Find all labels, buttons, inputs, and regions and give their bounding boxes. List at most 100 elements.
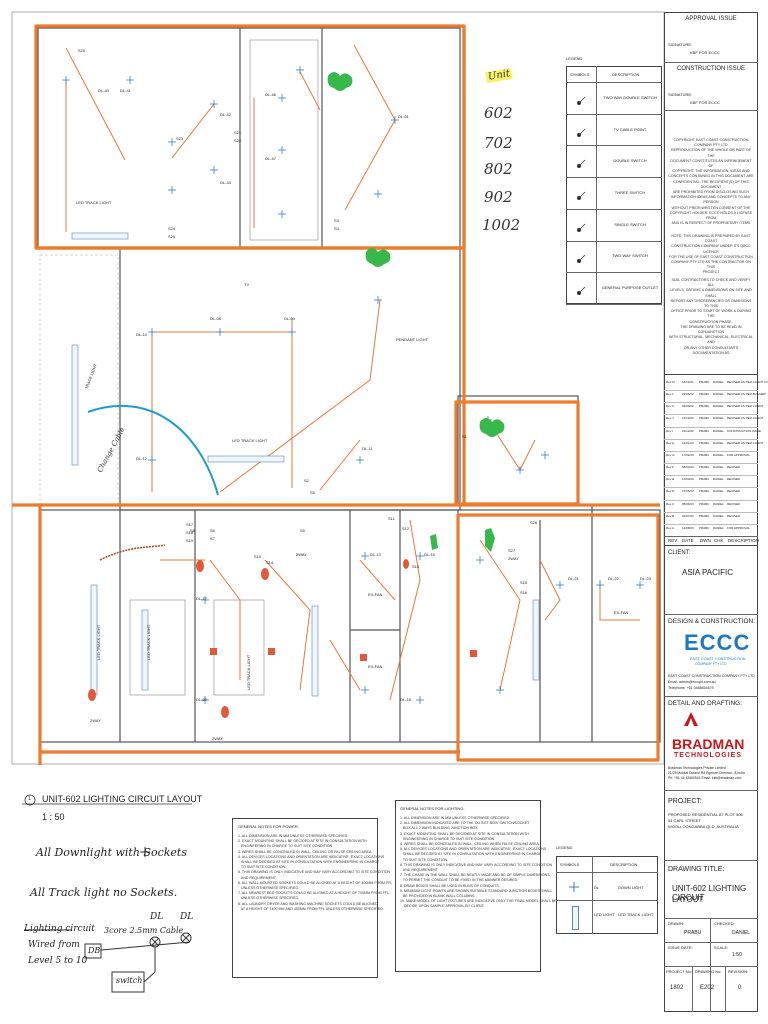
hand-unit-702: 702	[484, 134, 513, 152]
revision-cell: DANIEL	[713, 452, 724, 457]
hand-dl-b: DL	[180, 912, 194, 922]
hand-note-3c: Level 5 to 10	[28, 956, 88, 966]
legend-bottom-r2-desc: LED TRACK LIGHT	[618, 912, 654, 917]
legend-bottom-r1-code: DL	[594, 885, 600, 890]
revision-cell: PRABU	[699, 489, 710, 494]
revision-cell: PRABU	[699, 513, 710, 518]
revision-cell: FOR APPROVAL	[727, 452, 750, 457]
cable-marker	[99, 544, 166, 561]
revision-cell: REVISED	[727, 465, 741, 470]
label-s20: S20	[78, 48, 86, 53]
revision-cell: 17/02/23	[682, 452, 694, 457]
legend-top-row: SINGLE SWITCH	[614, 221, 646, 227]
revision-cell: REVISED AS PER BUILDER	[727, 392, 766, 397]
label-s15: S15	[520, 580, 528, 585]
power-notes-text: 1. ALL DIMENSION ARE IN MM UNLESS OTHERW…	[238, 834, 393, 911]
label-dl-23: DL-23	[640, 576, 651, 581]
bradman-logo-sub: TECHNOLOGIES	[674, 752, 743, 759]
legend-top-row: GENERAL PURPOSE OUTLET	[601, 285, 659, 291]
led-track-lights	[71, 232, 540, 697]
label-s14: S14	[266, 560, 274, 565]
eccc-phone: Telephone: +61 0488654679	[668, 686, 714, 690]
plan-title-bubble	[24, 794, 36, 806]
label-dl-22: DL-22	[608, 576, 619, 581]
revision-cell: DANIEL	[713, 513, 724, 518]
circuit-highlight	[12, 24, 660, 765]
revision-cell: 13/10/22	[682, 416, 694, 421]
legend-bottom-h1: SYMBOLS	[560, 862, 580, 867]
bradman-address2: 21/25 Mukkal Doland Rd,Egmore,Chennai - …	[668, 771, 745, 775]
revision-cell: 14/01/23	[682, 440, 694, 445]
label-led-track-v3: LED TRACK LIGHT	[96, 624, 101, 660]
hand-dl-a: DL	[150, 912, 164, 922]
label-dl-13: DL-13	[370, 552, 381, 557]
project-line2: 54 CARL STREET	[668, 818, 701, 823]
hand-note-2: All Track light no Sockets.	[30, 886, 178, 899]
design-label: DESIGN & CONSTRUCTION:	[668, 618, 756, 625]
hand-note-3b: Wired from	[28, 940, 80, 950]
approval-signature: SIGNATURE:	[668, 42, 693, 47]
revision-cell: Rev D	[666, 489, 675, 494]
power-notes-box	[232, 818, 378, 978]
hand-unit-902: 902	[484, 188, 513, 206]
rev-header-rev: REV	[668, 538, 678, 543]
project-no: 1802	[670, 985, 684, 991]
label-dl-12: DL-12	[136, 456, 147, 461]
eccc-logo-sub2: COMPANY PTY LTD	[695, 662, 727, 666]
label-s4: S4	[334, 226, 339, 231]
switch-symbol-icon	[576, 220, 586, 232]
switch-symbol-icon	[576, 283, 586, 296]
detail-label: DETAIL AND DRAFTING:	[668, 700, 743, 707]
revision-cell: REVISED	[727, 501, 741, 506]
revision-cell: 27/05/23	[682, 489, 694, 494]
label-s18: S18	[186, 530, 194, 535]
drawing-no: E202	[700, 985, 715, 991]
approval-title: APPROVAL ISSUE	[685, 16, 737, 22]
label-dl-01: DL-01	[398, 114, 409, 119]
switch-symbol-icon	[576, 188, 586, 200]
issue-label: ISSUE DATE:	[668, 945, 693, 950]
label-dl-46: DL-46	[265, 92, 276, 97]
revision-cell: CONSTRUCTION ISSUE	[727, 428, 762, 433]
revision-cell: 05/06/23	[682, 501, 694, 506]
bradman-contact: Ph: +91 44 42660541 Email: info@bradman.…	[668, 776, 742, 780]
revision-cell: PRABU	[699, 380, 710, 384]
label-s12: S12	[402, 526, 410, 531]
hand-note-3a: Lighting circuit	[24, 924, 95, 934]
legend-bottom-r1-desc: DOWN LIGHT	[618, 885, 644, 890]
downlights	[62, 66, 644, 704]
revision-cell: DANIEL	[713, 525, 724, 530]
downlight-symbol-icon	[568, 880, 580, 892]
hand-unit-802: 802	[484, 160, 513, 178]
revision-cell: PRABU	[699, 392, 710, 397]
revision-cell: PRABU	[699, 525, 710, 530]
lighting-notes-text: 1. ALL DIMENSION ARE IN MM UNLESS OTHERW…	[400, 816, 557, 909]
revision-cell: REVISED AS PER CLIENT	[727, 416, 764, 421]
label-s17: S17	[186, 522, 194, 527]
rev-header-desc: DESCRIPTION	[728, 538, 759, 543]
eccc-email: Email: admin@eccqld.com.au	[668, 680, 716, 684]
label-2way-2: 2WAY	[212, 736, 223, 741]
legend-bottom-title: LEGEND	[556, 845, 573, 850]
revision-cell: 04/07/23	[682, 513, 694, 518]
label-led-track-v2: LED TRACK LIGHT	[246, 654, 251, 690]
label-s9: S9	[300, 528, 305, 533]
label-s21: S21	[234, 130, 242, 135]
plan-title-num: 1	[28, 796, 31, 802]
switch-symbol-icon	[576, 125, 586, 137]
revision-cell: 18/12/21	[682, 380, 694, 384]
label-dl-40: DL-40	[98, 88, 109, 93]
legend-top-row: THREE SWITCH	[614, 190, 646, 195]
label-2way-3: 2WAY	[296, 552, 307, 557]
label-2way-4: 2WAY	[508, 556, 519, 561]
project-label: PROJECT:	[668, 798, 702, 805]
label-led-track: LED TRACK LIGHT	[76, 200, 112, 205]
legend-top-h2: DESCRIPTION	[612, 72, 640, 77]
revision-cell: REVISED	[727, 489, 741, 494]
revision-cell: REVISED	[727, 513, 741, 518]
hand-schematic	[24, 847, 192, 993]
revision-cell: DANIEL	[713, 380, 724, 384]
label-exfan-1: EX-FAN	[368, 592, 383, 597]
revision-cell: PRABU	[699, 440, 710, 445]
scale-value: 1:50	[732, 952, 742, 958]
